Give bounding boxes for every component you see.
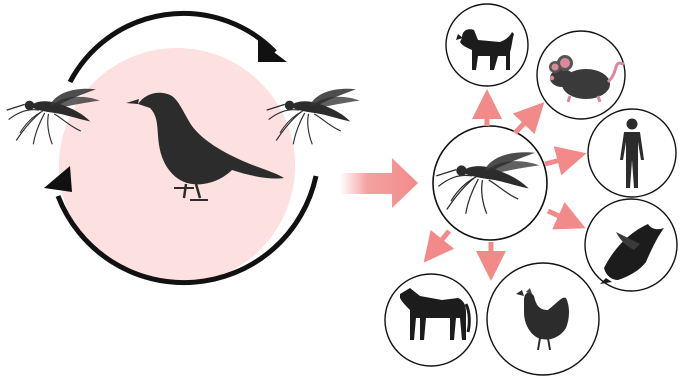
host-bat bbox=[585, 199, 677, 291]
host-mouse bbox=[537, 31, 625, 119]
host-human bbox=[588, 109, 676, 197]
arrow-to-horse bbox=[433, 231, 449, 251]
arrow-to-mouse bbox=[515, 113, 534, 133]
host-chicken bbox=[487, 263, 599, 375]
arrow-to-human bbox=[545, 157, 572, 164]
vector-circle bbox=[433, 126, 547, 240]
cycle-arrowhead-bottom bbox=[44, 166, 72, 192]
arrow-to-bat bbox=[548, 211, 572, 222]
host-horse bbox=[385, 274, 477, 366]
host-dog bbox=[446, 4, 528, 86]
transmission-arrow bbox=[340, 158, 418, 208]
vector-node bbox=[433, 126, 547, 240]
enzootic-cycle bbox=[7, 13, 360, 284]
